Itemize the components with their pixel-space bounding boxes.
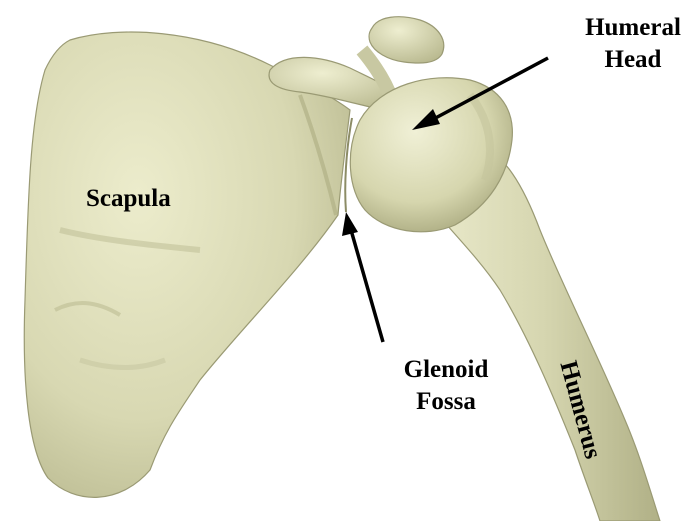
scapula-label: Scapula [86,183,171,215]
glenoid-fossa-arrow [342,212,383,342]
glenoid-fossa-label: Glenoid Fossa [376,354,516,418]
humeral-head-label: Humeral Head [568,12,698,76]
coracoid-shape [369,17,444,63]
